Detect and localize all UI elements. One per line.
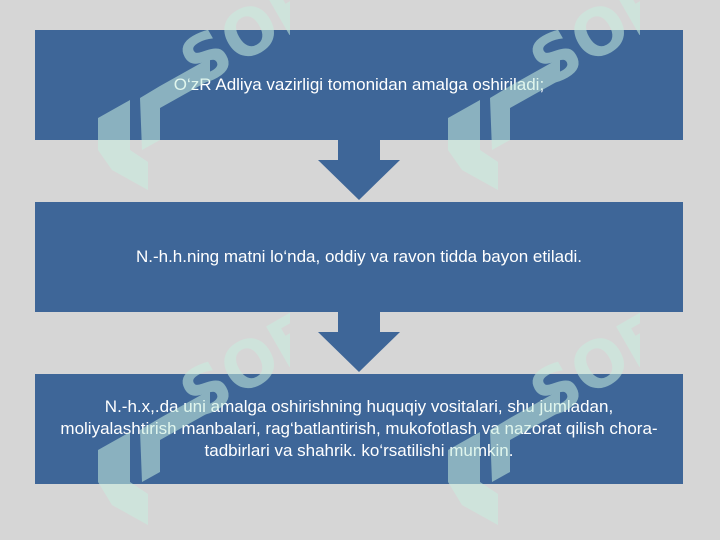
flow-step-2-text: N.-h.h.ning matni lo‘nda, oddiy va ravon… [135, 247, 583, 266]
flow-step-2: N.-h.h.ning matni lo‘nda, oddiy va ravon… [35, 202, 683, 312]
flow-step-3: N.-h.x,.da uni amalga oshirishning huquq… [35, 374, 683, 484]
flow-step-3-text: N.-h.x,.da uni amalga oshirishning huquq… [60, 397, 658, 460]
down-arrow-2-icon [318, 310, 400, 372]
down-arrow-1-icon [318, 138, 400, 200]
flow-step-1: O‘zR Adliya vazirligi tomonidan amalga o… [35, 30, 683, 140]
flow-step-1-text: O‘zR Adliya vazirligi tomonidan amalga o… [173, 75, 545, 94]
